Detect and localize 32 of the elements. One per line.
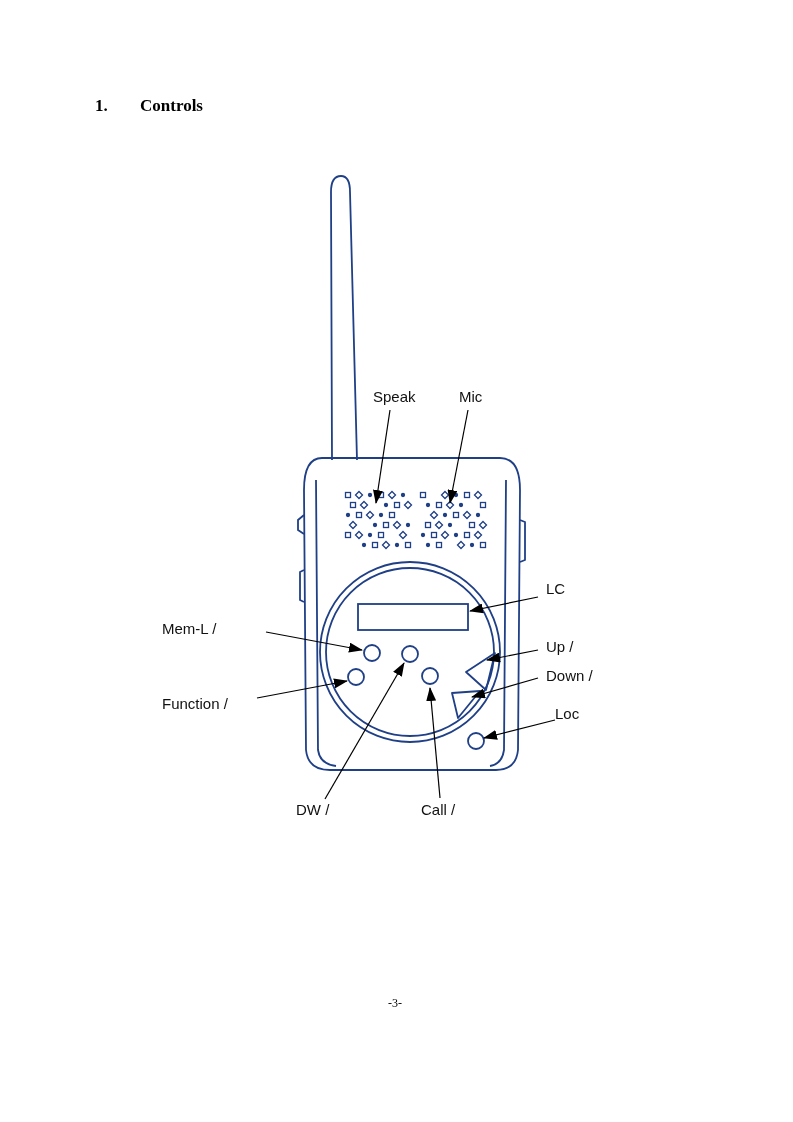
section-heading: 1. Controls <box>95 96 203 116</box>
part-label: Speak <box>373 388 416 405</box>
leader-line <box>483 719 556 740</box>
round-button <box>347 668 365 686</box>
round-button <box>363 644 381 662</box>
leader-line <box>447 409 469 504</box>
part-label: LC <box>546 580 566 597</box>
round-button <box>467 732 485 750</box>
part-label: Mic <box>459 388 483 405</box>
round-button <box>421 667 439 685</box>
part-label: Function / <box>162 695 228 712</box>
triangle-button <box>451 690 481 719</box>
leader-line <box>426 687 441 799</box>
leader-line <box>373 409 391 504</box>
leader-line <box>256 678 348 699</box>
round-button <box>401 645 419 663</box>
leader-line <box>265 631 363 653</box>
part-label: Loc <box>555 705 580 722</box>
part-label: Mem-L / <box>162 620 217 637</box>
leader-line <box>486 649 539 663</box>
triangle-button <box>465 652 496 691</box>
part-label: Up / <box>546 638 574 655</box>
speaker-grille <box>419 490 488 550</box>
part-label: Call / <box>421 801 456 818</box>
part-label: DW / <box>296 801 330 818</box>
leader-line <box>471 677 539 699</box>
part-label: Down / <box>546 667 593 684</box>
leader-line <box>469 596 539 614</box>
page-number: -3- <box>388 996 402 1011</box>
speaker-grille <box>344 490 413 550</box>
leader-line <box>324 662 405 800</box>
display-screen <box>357 603 469 631</box>
